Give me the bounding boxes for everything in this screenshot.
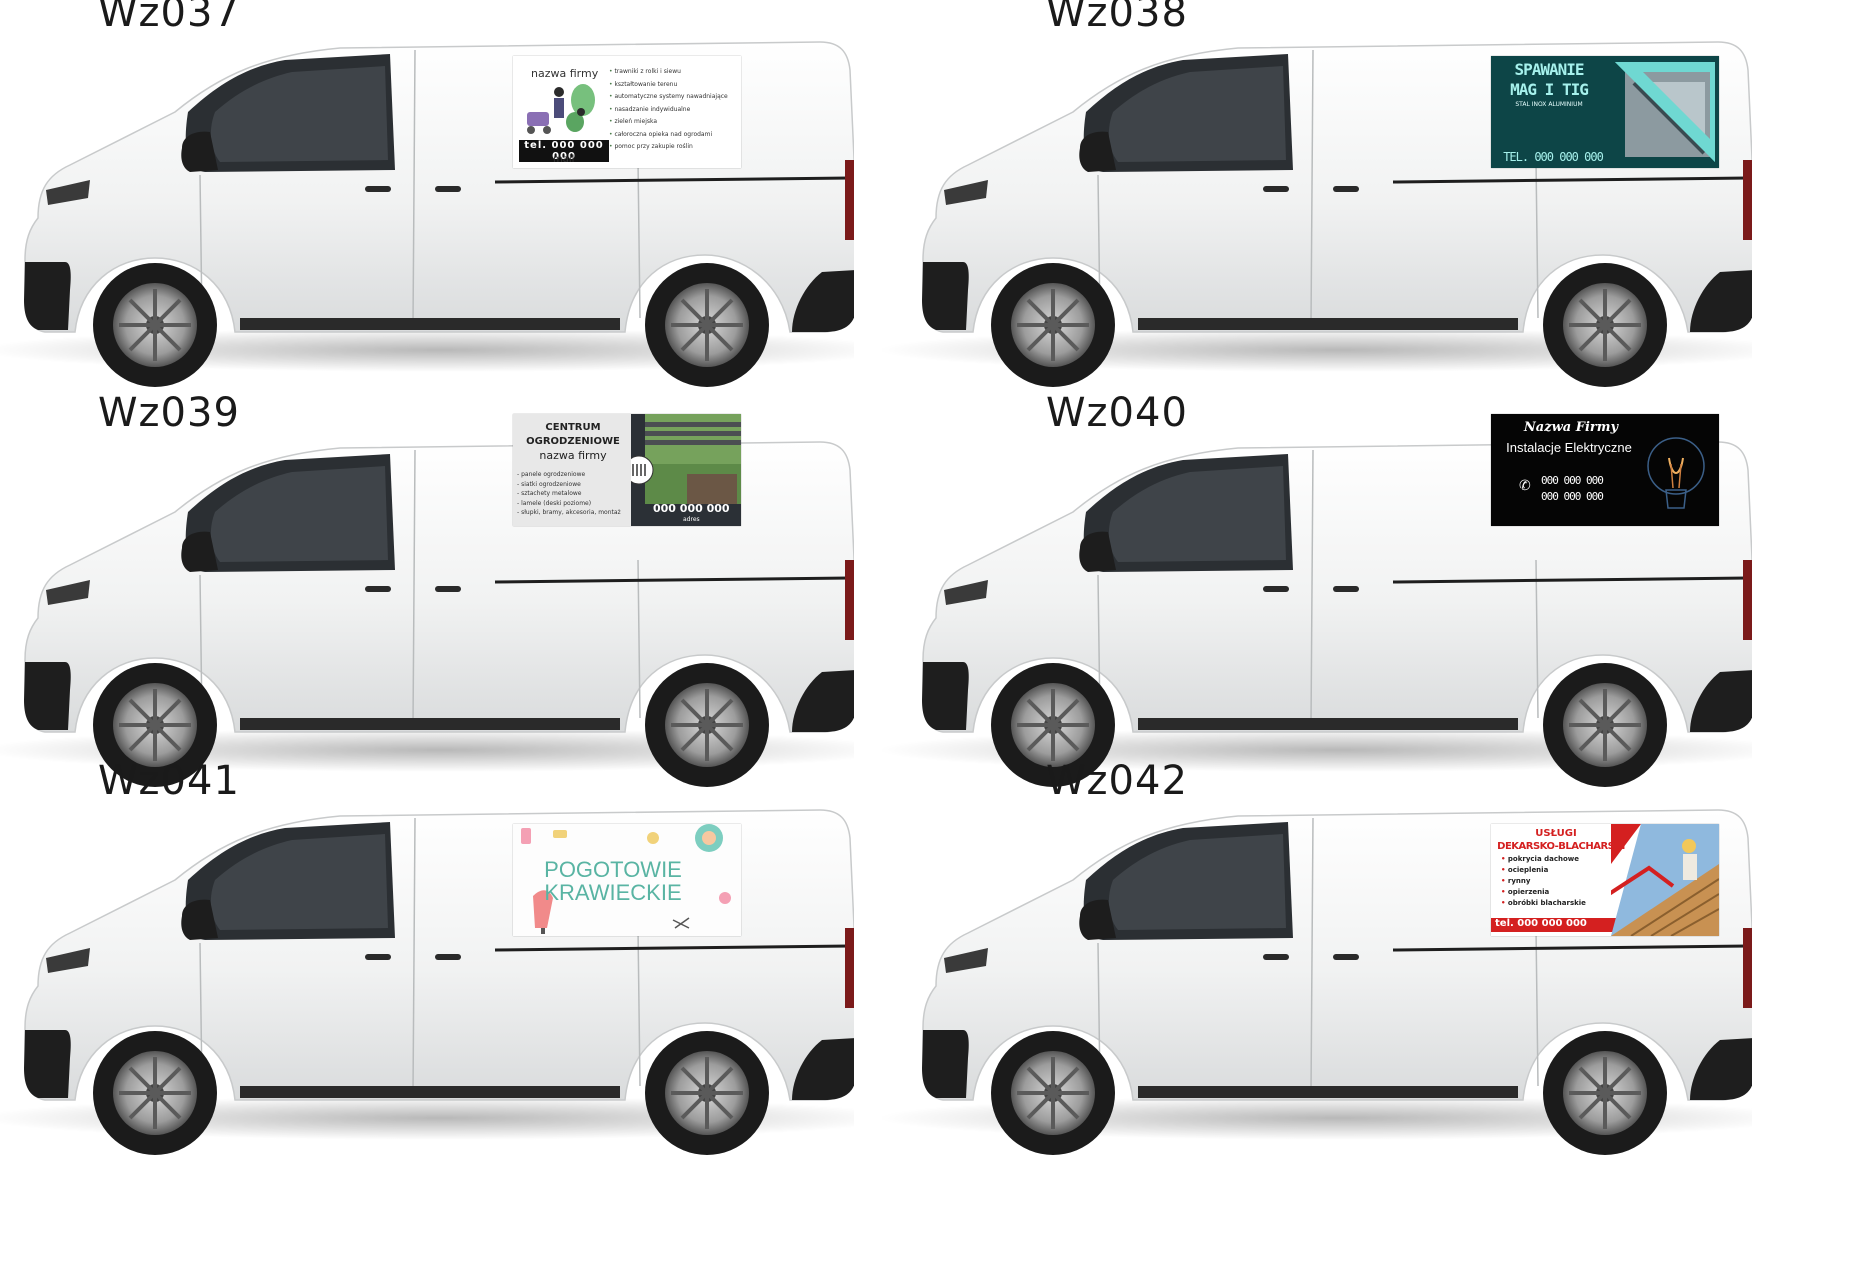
model-label: Wz041 [98,758,240,804]
list-item: panele ogrodzeniowe [517,470,621,480]
list-item: kształtowanie terenu [609,79,728,92]
list-item: zieleń miejska [609,116,728,129]
phone-number: 000 000 000 [1541,474,1604,487]
list-item: pomoc przy zakupie roślin [609,141,728,154]
van-mockup-wz038: Wz038 SPAWANIE MAG I TIG STAL INOX ALUMI… [818,0,1752,422]
headline-2: MAG I TIG [1510,80,1589,99]
phone-number: tel. 000 000 000 [519,140,609,162]
company-name: nazwa firmy [539,449,607,462]
phone-number: 000 000 000 [653,502,730,515]
van-mockup-wz042: Wz042 USŁUGI DEKARSKO-BLACHARSKI pokryci… [818,758,1752,1190]
headline: SPAWANIE [1514,60,1584,79]
sticker-garden: nazwa firmy tel. 000 000 000 mail trawni… [513,56,741,168]
list-item: trawniki z rolki i siewu [609,66,728,79]
list-item: rynny [1501,876,1586,887]
subheadline: STAL INOX ALUMINIUM [1515,101,1583,108]
phone-number: tel. 000 000 000 [1495,918,1587,929]
gardener-illustration-icon [527,84,595,134]
services-list: pokrycia dachowe ocieplenia rynny opierz… [1501,854,1586,909]
phone-number: TEL. 000 000 000 [1503,150,1604,164]
list-item: sztachety metalowe [517,489,621,499]
list-item: lamele (deski poziome) [517,499,621,509]
headline-2: DEKARSKO-BLACHARSKI [1497,841,1625,852]
light-bulb-icon [1647,437,1705,509]
model-label: Wz040 [1046,390,1188,436]
email-label: mail [553,154,575,165]
list-item: nasadzanie indywidualne [609,104,728,117]
model-label: Wz038 [1046,0,1188,36]
phone-bar [1491,918,1621,932]
van-mockup-wz041: Wz041 POGOTOWIE KRAWIECKIE [0,758,854,1190]
sticker-welding: SPAWANIE MAG I TIG STAL INOX ALUMINIUM T… [1491,56,1719,168]
list-item: ocieplenia [1501,865,1586,876]
van-mockup-wz040: Wz040 Nazwa Firmy Instalacje Elektryczne… [818,390,1752,822]
headline-line-2: KRAWIECKIE [544,880,682,905]
sticker-tailor: POGOTOWIE KRAWIECKIE [513,824,741,936]
van-mockup-wz039: Wz039 CENTRUM OGRODZENIOWE nazwa firmy p… [0,390,854,822]
list-item: automatyczne systemy nawadniające [609,91,727,104]
list-item: opierzenia [1501,887,1586,898]
list-item: siatki ogrodzeniowe [517,480,621,490]
headline: POGOTOWIE KRAWIECKIE [533,858,693,904]
list-item: obróbki blacharskie [1501,898,1586,909]
company-name: nazwa firmy [531,67,599,80]
sticker-roofing: USŁUGI DEKARSKO-BLACHARSKI pokrycia dach… [1491,824,1719,936]
sticker-electric: Nazwa Firmy Instalacje Elektryczne ✆ 000… [1491,414,1719,526]
list-item: pokrycia dachowe [1501,854,1586,865]
headline: Instalacje Elektryczne [1506,440,1632,455]
headline-2: OGRODZENIOWE [526,436,620,447]
model-label: Wz037 [98,0,240,36]
headline: USŁUGI [1535,828,1577,839]
address-label: adres [683,516,700,523]
list-item: całoroczna opieka nad ogrodami [609,129,728,142]
fence-photo-icon [631,414,741,526]
headline: CENTRUM [545,422,601,433]
model-label: Wz042 [1046,758,1188,804]
phone-icon: ✆ [1519,478,1531,494]
sewing-pattern-icon [521,824,731,934]
list-item: słupki, bramy, akcesoria, montaż [517,508,621,518]
roofer-photo-icon [1611,824,1719,936]
model-label: Wz039 [98,390,240,436]
welding-photo-icon [1615,62,1715,162]
company-name: Nazwa Firmy [1523,420,1619,435]
services-list: trawniki z rolki i siewu kształtowanie t… [609,66,728,154]
van-mockup-wz037: Wz037 nazwa firmy tel. 000 000 000 mail … [0,0,854,422]
sticker-fences: CENTRUM OGRODZENIOWE nazwa firmy panele … [513,414,741,526]
services-list: panele ogrodzeniowe siatki ogrodzeniowe … [517,470,621,518]
headline-line-1: POGOTOWIE [544,857,682,882]
phone-number-2: 000 000 000 [1541,490,1604,503]
